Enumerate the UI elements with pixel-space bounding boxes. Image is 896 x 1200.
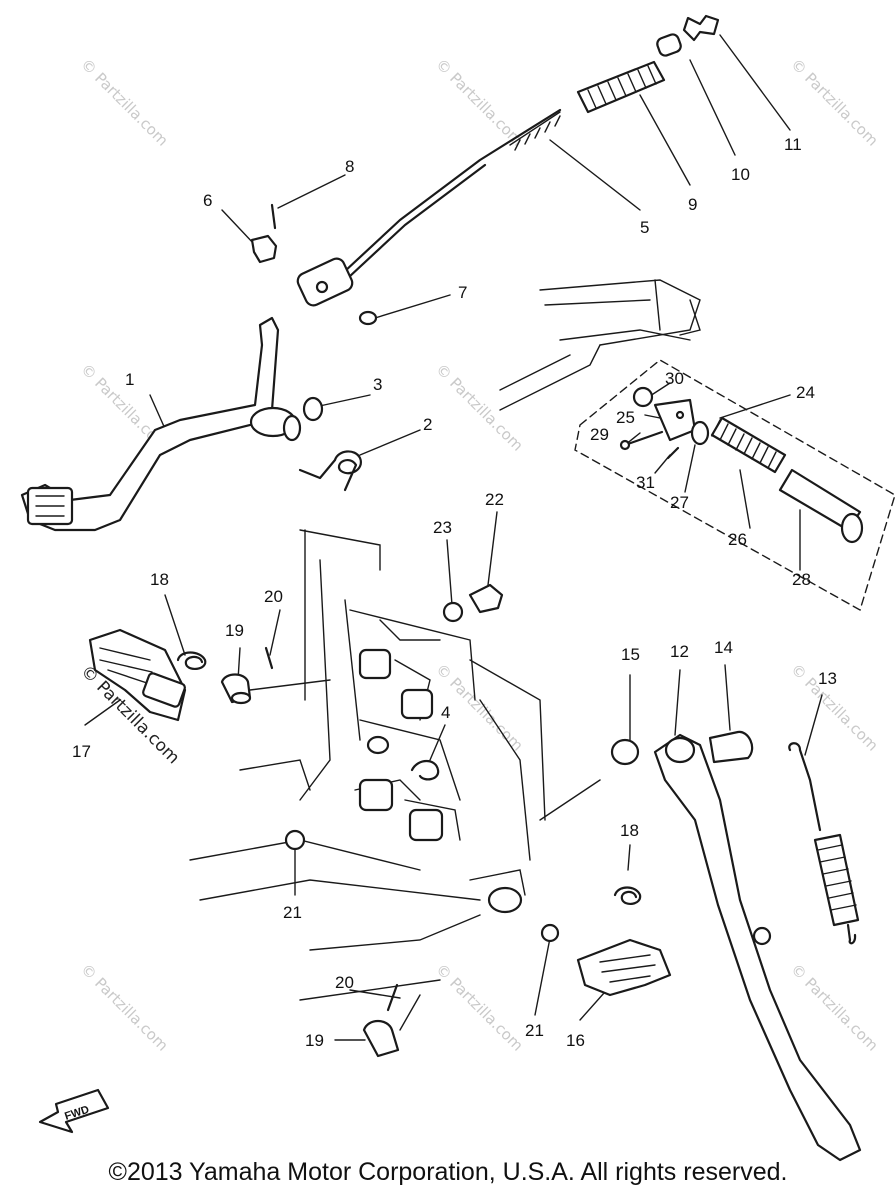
callout-19b: 19 xyxy=(305,1031,324,1050)
bolt-part-14 xyxy=(708,730,754,764)
clip-part-4 xyxy=(410,759,440,781)
spring-part-18-left xyxy=(176,651,207,670)
watermark: © Partzilla.com xyxy=(432,360,527,455)
pin-part-10 xyxy=(656,33,682,57)
return-spring-part-2 xyxy=(298,450,362,492)
callout-1: 1 xyxy=(125,370,134,389)
pin-part-19-right xyxy=(362,1019,400,1058)
adjusting-nut-part-11 xyxy=(682,14,720,42)
callout-12: 12 xyxy=(670,642,689,661)
brake-rod-thread xyxy=(509,111,561,151)
callout-10: 10 xyxy=(731,165,750,184)
callout-21a: 21 xyxy=(283,903,302,922)
assembly-box-24 xyxy=(574,359,896,612)
callout-23: 23 xyxy=(433,518,452,537)
callout-6: 6 xyxy=(203,191,212,210)
callout-29: 29 xyxy=(590,425,609,444)
nut-part-30 xyxy=(632,386,654,408)
callout-labels: 1 2 3 4 5 6 7 8 9 10 11 12 13 14 15 16 1… xyxy=(72,135,837,1050)
callout-15: 15 xyxy=(621,645,640,664)
callout-27: 27 xyxy=(670,493,689,512)
callout-18b: 18 xyxy=(620,821,639,840)
watermarks: © Partzilla.com © Partzilla.com © Partzi… xyxy=(76,55,881,1055)
watermark: © Partzilla.com xyxy=(787,960,882,1055)
callout-28: 28 xyxy=(792,570,811,589)
spring-part-18-right xyxy=(613,886,642,905)
callout-13: 13 xyxy=(818,669,837,688)
callout-9: 9 xyxy=(688,195,697,214)
washer-part-3 xyxy=(302,396,324,422)
callout-30: 30 xyxy=(665,369,684,388)
cotter-pin-part-20-right xyxy=(386,983,399,1012)
callout-16: 16 xyxy=(566,1031,585,1050)
shaft-part-28 xyxy=(778,468,862,532)
frame xyxy=(189,279,701,1031)
watermark: © Partzilla.com xyxy=(432,960,527,1055)
callout-21b: 21 xyxy=(525,1021,544,1040)
callout-2: 2 xyxy=(423,415,432,434)
collar-part-15 xyxy=(610,738,640,766)
footrest-part-17 xyxy=(88,628,187,722)
bolt-part-29 xyxy=(623,430,664,447)
copyright-notice: ©2013 Yamaha Motor Corporation, U.S.A. A… xyxy=(108,1158,788,1186)
pivot-assembly xyxy=(619,386,864,544)
callout-25: 25 xyxy=(616,408,635,427)
brake-rod-part-5 xyxy=(328,108,562,287)
adjusting-spring-part-9 xyxy=(576,60,666,114)
callout-3: 3 xyxy=(373,375,382,394)
washer-part-21-left xyxy=(284,829,306,851)
callout-20a: 20 xyxy=(264,587,283,606)
washer-part-21-right xyxy=(540,923,560,943)
callout-14: 14 xyxy=(714,638,733,657)
callout-31: 31 xyxy=(636,473,655,492)
pin-part-31 xyxy=(666,446,680,460)
footrest-part-16 xyxy=(576,938,672,997)
watermark: © Partzilla.com xyxy=(77,960,172,1055)
sidestand-part-12 xyxy=(653,733,862,1162)
bolt-part-22 xyxy=(468,583,504,614)
plate-part-25 xyxy=(653,398,697,442)
washer-part-27 xyxy=(690,420,710,446)
callout-19a: 19 xyxy=(225,621,244,640)
callout-7: 7 xyxy=(458,283,467,302)
callout-4: 4 xyxy=(441,703,450,722)
cotter-pin-part-8 xyxy=(270,203,277,230)
callout-11: 11 xyxy=(784,135,802,154)
leader-lines xyxy=(84,34,823,1041)
callout-24: 24 xyxy=(796,383,815,402)
watermark: © Partzilla.com xyxy=(77,55,172,150)
washer-part-7 xyxy=(358,310,378,326)
cotter-pin-part-20-left xyxy=(264,646,274,670)
callout-22: 22 xyxy=(485,490,504,509)
callout-26: 26 xyxy=(728,530,747,549)
callout-5: 5 xyxy=(640,218,649,237)
callout-20b: 20 xyxy=(335,973,354,992)
callout-18a: 18 xyxy=(150,570,169,589)
watermark: © Partzilla.com xyxy=(432,55,527,150)
pin-part-6 xyxy=(250,234,278,264)
forward-arrow-icon: FWD xyxy=(38,1088,110,1134)
callout-8: 8 xyxy=(345,157,354,176)
callout-17: 17 xyxy=(72,742,91,761)
nut-part-23 xyxy=(442,601,464,623)
sidestand-spring-part-13 xyxy=(788,742,860,945)
